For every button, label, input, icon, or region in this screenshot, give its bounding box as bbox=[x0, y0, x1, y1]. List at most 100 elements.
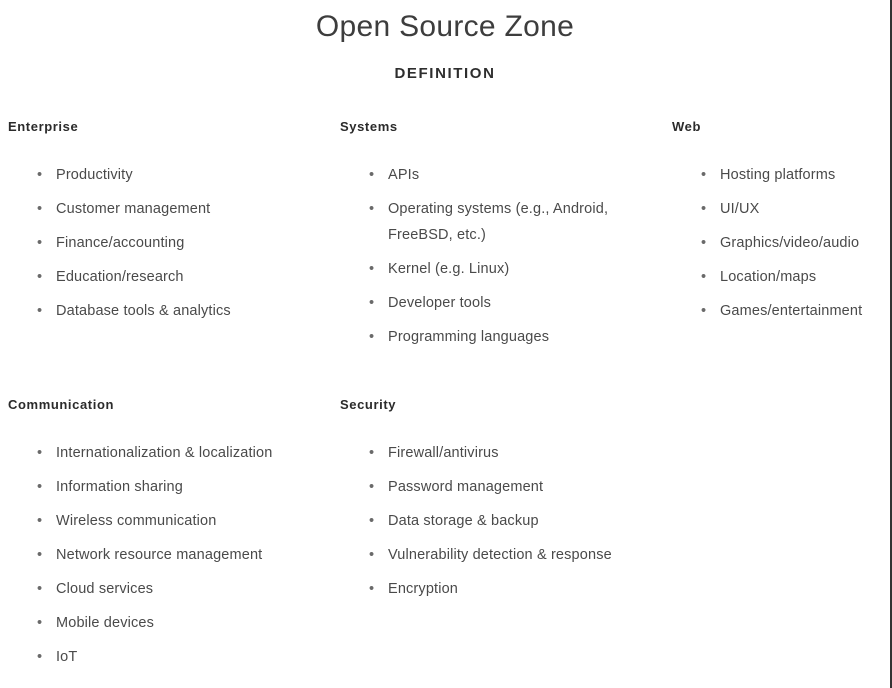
bullet-icon: • bbox=[37, 649, 43, 665]
list-item: • Cloud services bbox=[8, 576, 326, 602]
list-item-label: Education/research bbox=[56, 269, 184, 285]
list-item-label: Operating systems (e.g., Android, FreeBS… bbox=[388, 201, 609, 243]
category-row-bottom: Communication • Internationalization & lo… bbox=[0, 396, 890, 678]
list-item-label: Kernel (e.g. Linux) bbox=[388, 261, 510, 277]
category-column-web: Web • Hosting platforms • UI/UX • Graphics/… bbox=[664, 118, 890, 332]
list-item: • Programming languages bbox=[340, 324, 640, 350]
list-item: • Password management bbox=[340, 474, 613, 500]
list-item: • IoT bbox=[8, 644, 326, 670]
list-item: • Location/maps bbox=[672, 264, 890, 290]
list-item-label: Data storage & backup bbox=[388, 513, 539, 529]
bullet-icon: • bbox=[701, 235, 707, 251]
bullet-icon: • bbox=[369, 547, 375, 563]
list-item-label: Firewall/antivirus bbox=[388, 445, 499, 461]
list-item: •Encryption bbox=[340, 576, 613, 602]
column-heading-communication: Communication bbox=[8, 397, 115, 412]
list-item: • Network resource management bbox=[8, 542, 326, 568]
list-item-label: Wireless communication bbox=[56, 513, 217, 529]
list-item: • Education/research bbox=[8, 264, 308, 290]
bullet-icon: • bbox=[701, 167, 707, 183]
list-item-label: Database tools & analytics bbox=[56, 303, 231, 319]
list-item: • Kernel (e.g. Linux) bbox=[340, 256, 640, 282]
bullet-icon: • bbox=[37, 479, 43, 495]
list-item-label: Games/entertainment bbox=[720, 303, 863, 319]
list-item-label: Internationalization & localization bbox=[56, 445, 273, 461]
bullet-icon: • bbox=[37, 201, 43, 217]
list-item-label: Hosting platforms bbox=[720, 167, 836, 183]
bullet-icon: • bbox=[369, 201, 375, 217]
list-item-label: Location/maps bbox=[720, 269, 817, 285]
list-item: • Games/entertainment bbox=[672, 298, 890, 324]
list-item: • Hosting platforms bbox=[672, 162, 890, 188]
category-list-web: • Hosting platforms • UI/UX • Graphics/vide… bbox=[672, 136, 890, 324]
column-heading-enterprise: Enterprise bbox=[8, 119, 79, 134]
page-subtitle: DEFINITION bbox=[394, 65, 496, 82]
list-item: • Finance/accounting bbox=[8, 230, 308, 256]
list-item-label: IoT bbox=[56, 649, 78, 665]
category-list-communication: • Internationalization & localization • In… bbox=[8, 414, 332, 670]
list-item-label: APIs bbox=[388, 167, 420, 183]
list-item-label: Productivity bbox=[56, 167, 133, 183]
list-item: • Operating systems (e.g., Android, FreeB… bbox=[340, 196, 640, 248]
category-list-security: • Firewall/antivirus • Password management… bbox=[340, 414, 664, 602]
list-item: • Information sharing bbox=[8, 474, 326, 500]
list-item: • Customer management bbox=[8, 196, 308, 222]
bullet-icon: • bbox=[37, 547, 43, 563]
list-item-label: Programming languages bbox=[388, 329, 550, 345]
list-item-label: UI/UX bbox=[720, 201, 760, 217]
list-item: • Internationalization & localization bbox=[8, 440, 326, 466]
bullet-icon: • bbox=[369, 295, 375, 311]
column-heading-web: Web bbox=[672, 119, 702, 134]
bullet-icon: • bbox=[37, 581, 43, 597]
category-row-top: Enterprise • Productivity • Customer manag… bbox=[0, 118, 890, 358]
list-item-label: Mobile devices bbox=[56, 615, 155, 631]
list-item-label: Cloud services bbox=[56, 581, 154, 597]
list-item: • Vulnerability detection & response bbox=[340, 542, 613, 568]
category-column-security: Security • Firewall/antivirus • Password m… bbox=[332, 396, 664, 610]
bullet-icon: • bbox=[369, 261, 375, 277]
bullet-icon: • bbox=[37, 303, 43, 319]
column-heading-security: Security bbox=[340, 397, 397, 412]
list-item: • Productivity bbox=[8, 162, 308, 188]
list-item: • Database tools & analytics bbox=[8, 298, 308, 324]
bullet-icon: • bbox=[701, 201, 707, 217]
list-item-label: Customer management bbox=[56, 201, 211, 217]
list-item: • Developer tools bbox=[340, 290, 640, 316]
list-item-label: Password management bbox=[388, 479, 544, 495]
bullet-icon: • bbox=[701, 269, 707, 285]
list-item-label: Network resource management bbox=[56, 547, 263, 563]
category-column-enterprise: Enterprise • Productivity • Customer manag… bbox=[0, 118, 332, 332]
bullet-icon: • bbox=[37, 615, 43, 631]
column-heading-systems: Systems bbox=[340, 119, 398, 134]
list-item-label: Vulnerability detection & response bbox=[388, 547, 612, 563]
category-grid: Enterprise • Productivity • Customer manag… bbox=[0, 118, 890, 678]
bullet-icon: • bbox=[37, 269, 43, 285]
bullet-icon: • bbox=[369, 581, 375, 597]
list-item: • Mobile devices bbox=[8, 610, 326, 636]
list-item-label: Developer tools bbox=[388, 295, 491, 311]
category-list-enterprise: • Productivity • Customer management • Fina… bbox=[8, 136, 332, 324]
bullet-icon: • bbox=[369, 479, 375, 495]
list-item: • UI/UX bbox=[672, 196, 890, 222]
list-item: • Wireless communication bbox=[8, 508, 326, 534]
list-item-label: Information sharing bbox=[56, 479, 183, 495]
list-item-label: Graphics/video/audio bbox=[720, 235, 860, 251]
category-list-systems: • APIs • Operating systems (e.g., Android,… bbox=[340, 136, 664, 350]
list-item: • Graphics/video/audio bbox=[672, 230, 890, 256]
bullet-icon: • bbox=[369, 513, 375, 529]
list-item-label: Finance/accounting bbox=[56, 235, 185, 251]
bullet-icon: • bbox=[369, 329, 375, 345]
list-item: • APIs bbox=[340, 162, 640, 188]
bullet-icon: • bbox=[701, 303, 707, 319]
bullet-icon: • bbox=[37, 235, 43, 251]
bullet-icon: • bbox=[37, 167, 43, 183]
page-title: Open Source Zone bbox=[315, 10, 575, 43]
bullet-icon: • bbox=[37, 445, 43, 461]
category-column-communication: Communication • Internationalization & lo… bbox=[0, 396, 332, 678]
bullet-icon: • bbox=[369, 167, 375, 183]
bullet-icon: • bbox=[369, 445, 375, 461]
bullet-icon: • bbox=[37, 513, 43, 529]
list-item: • Firewall/antivirus bbox=[340, 440, 613, 466]
list-item: • Data storage & backup bbox=[340, 508, 613, 534]
